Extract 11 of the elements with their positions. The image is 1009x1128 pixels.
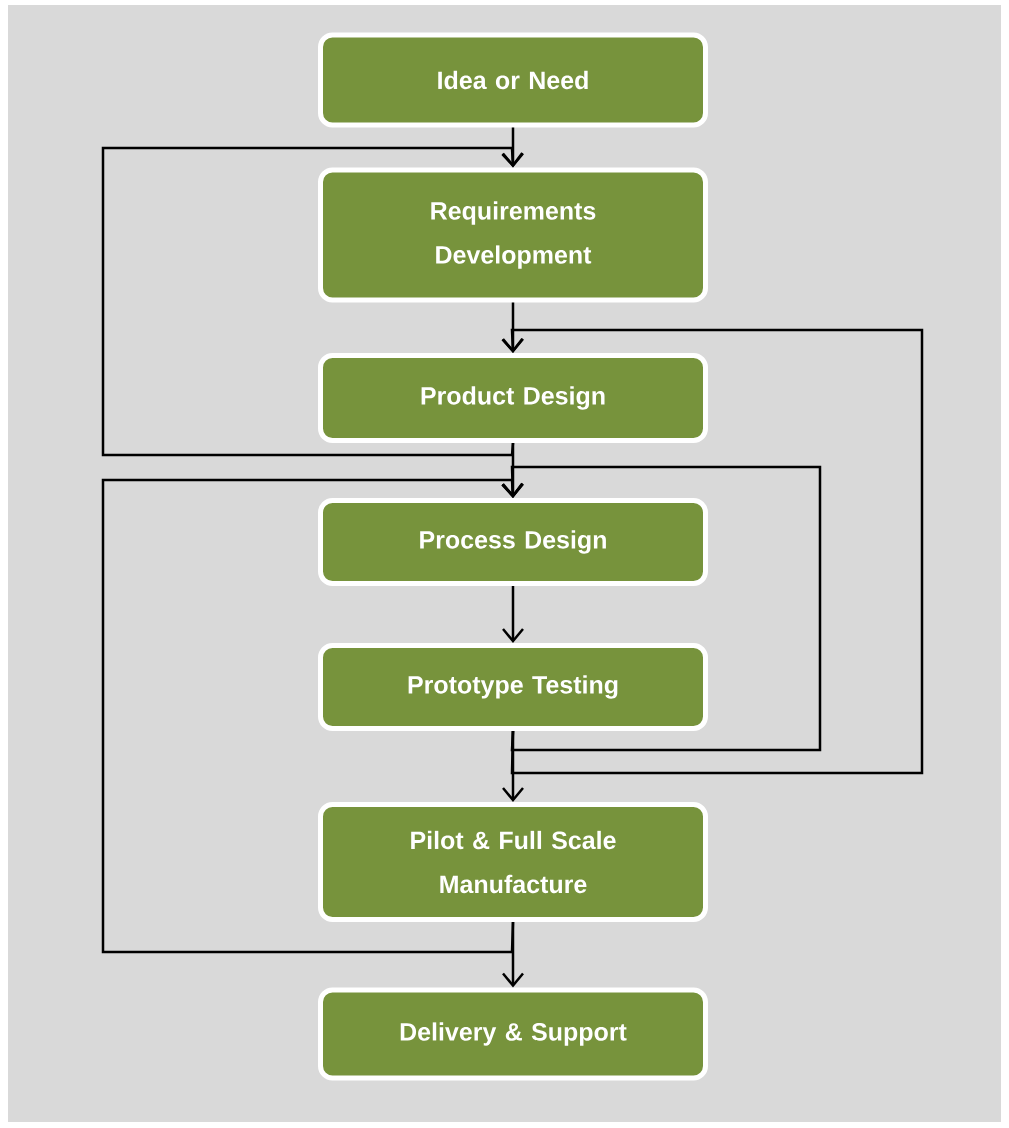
process-box: Product Design (318, 353, 708, 443)
process-box: Delivery & Support (318, 987, 708, 1081)
arrow (101, 478, 524, 954)
process-box: Prototype Testing (318, 643, 708, 731)
process-box: Pilot & Full Scale Manufacture (318, 802, 708, 922)
arrow (101, 146, 524, 457)
process-box: Requirements Development (318, 167, 708, 303)
arrow (501, 328, 924, 775)
process-box: Idea or Need (318, 32, 708, 128)
arrow (502, 586, 524, 643)
process-box: Process Design (318, 498, 708, 586)
